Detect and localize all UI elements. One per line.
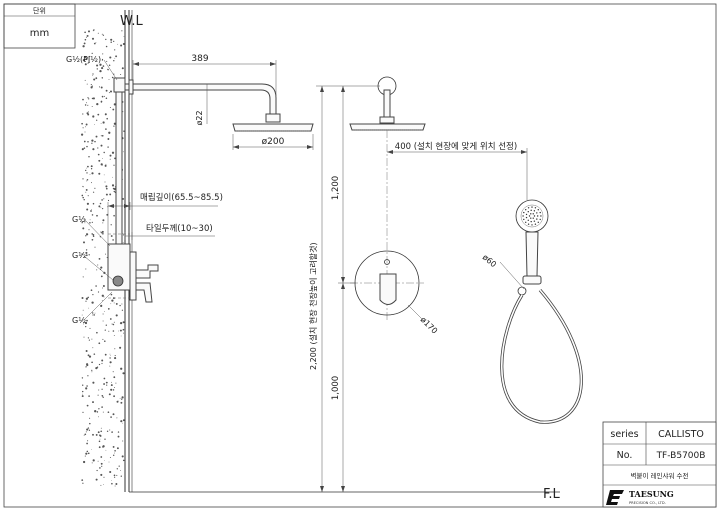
- diverter-front: [384, 259, 390, 265]
- thread-label-lower: G½: [72, 316, 86, 325]
- title-block: series CALLISTO No. TF-B5700B 벽붙이 레인샤워 수…: [602, 421, 717, 508]
- diverter-knob: [135, 282, 153, 303]
- brand-subtitle: PRECISION CO., LTD.: [629, 501, 666, 505]
- floor-line-label: F.L: [543, 487, 561, 502]
- hand-shower: [500, 199, 583, 424]
- series-value: CALLISTO: [658, 429, 704, 440]
- hand-shower-handle: [525, 231, 539, 277]
- unit-box-title: 단위: [33, 6, 46, 15]
- unit-box: 단위 mm: [3, 3, 76, 49]
- thread-top-label: G½(PJ½): [66, 55, 101, 64]
- shower-arm: [124, 83, 277, 115]
- top-elbow-fitting: [113, 77, 126, 93]
- valve-inlet-fitting: [112, 275, 124, 287]
- valve-lever: [135, 264, 159, 279]
- series-label: series: [610, 429, 638, 440]
- unit-box-value: mm: [30, 28, 49, 39]
- rain-head-side: [232, 123, 314, 132]
- arm-diameter-label: ø22: [195, 110, 204, 125]
- wall-line-label: W.L: [120, 14, 143, 29]
- product-description: 벽붙이 레인샤워 수전: [631, 471, 689, 480]
- thread-label-middle: G½: [72, 251, 86, 260]
- valve-diameter-label: ø170: [419, 315, 440, 336]
- wall-flange: [128, 79, 134, 95]
- arm-length-dimension: 389: [191, 54, 208, 64]
- lever-front: [379, 273, 397, 305]
- total-height-label: 2,200 (설치 현장 천장높이 고려할것): [308, 242, 318, 370]
- holder-offset-label: 400 (설치 현장에 맞게 위치 선정): [395, 141, 517, 152]
- brand-logo: TAESUNG PRECISION CO., LTD.: [606, 489, 674, 505]
- head-height-label: 1,200: [331, 176, 341, 200]
- hand-diameter-label: ø60: [481, 253, 498, 270]
- head-neck-front: [379, 116, 395, 124]
- rain-head-front: [349, 123, 426, 131]
- riser-pipe: [115, 83, 123, 245]
- front-view: ø170 2,200 (설치 현장 천장높이 고려할것) 1,200 1,000…: [308, 76, 583, 492]
- head-diameter-label: ø200: [262, 137, 285, 147]
- head-connector: [265, 113, 281, 123]
- hand-shower-holder: [522, 275, 542, 285]
- embed-depth-label: 매립깊이(65.5~85.5): [140, 192, 223, 203]
- valve-cover-plate: [129, 251, 137, 301]
- arm-drop-front: [383, 89, 391, 119]
- hose-connector: [517, 286, 527, 296]
- thread-label-upper: G½: [72, 215, 86, 224]
- model-number-label: No.: [617, 450, 633, 461]
- side-view: 389 ø22 ø200 G½(PJ½) 매립깊이(65.5~85.5) 타일두…: [66, 54, 314, 325]
- tile-thickness-label: 타일두께(10~30): [146, 224, 213, 234]
- sheet-frame: [3, 3, 717, 508]
- brand-name: TAESUNG: [629, 489, 674, 499]
- model-number-value: TF-B5700B: [656, 451, 706, 461]
- valve-height-label: 1,000: [331, 376, 341, 400]
